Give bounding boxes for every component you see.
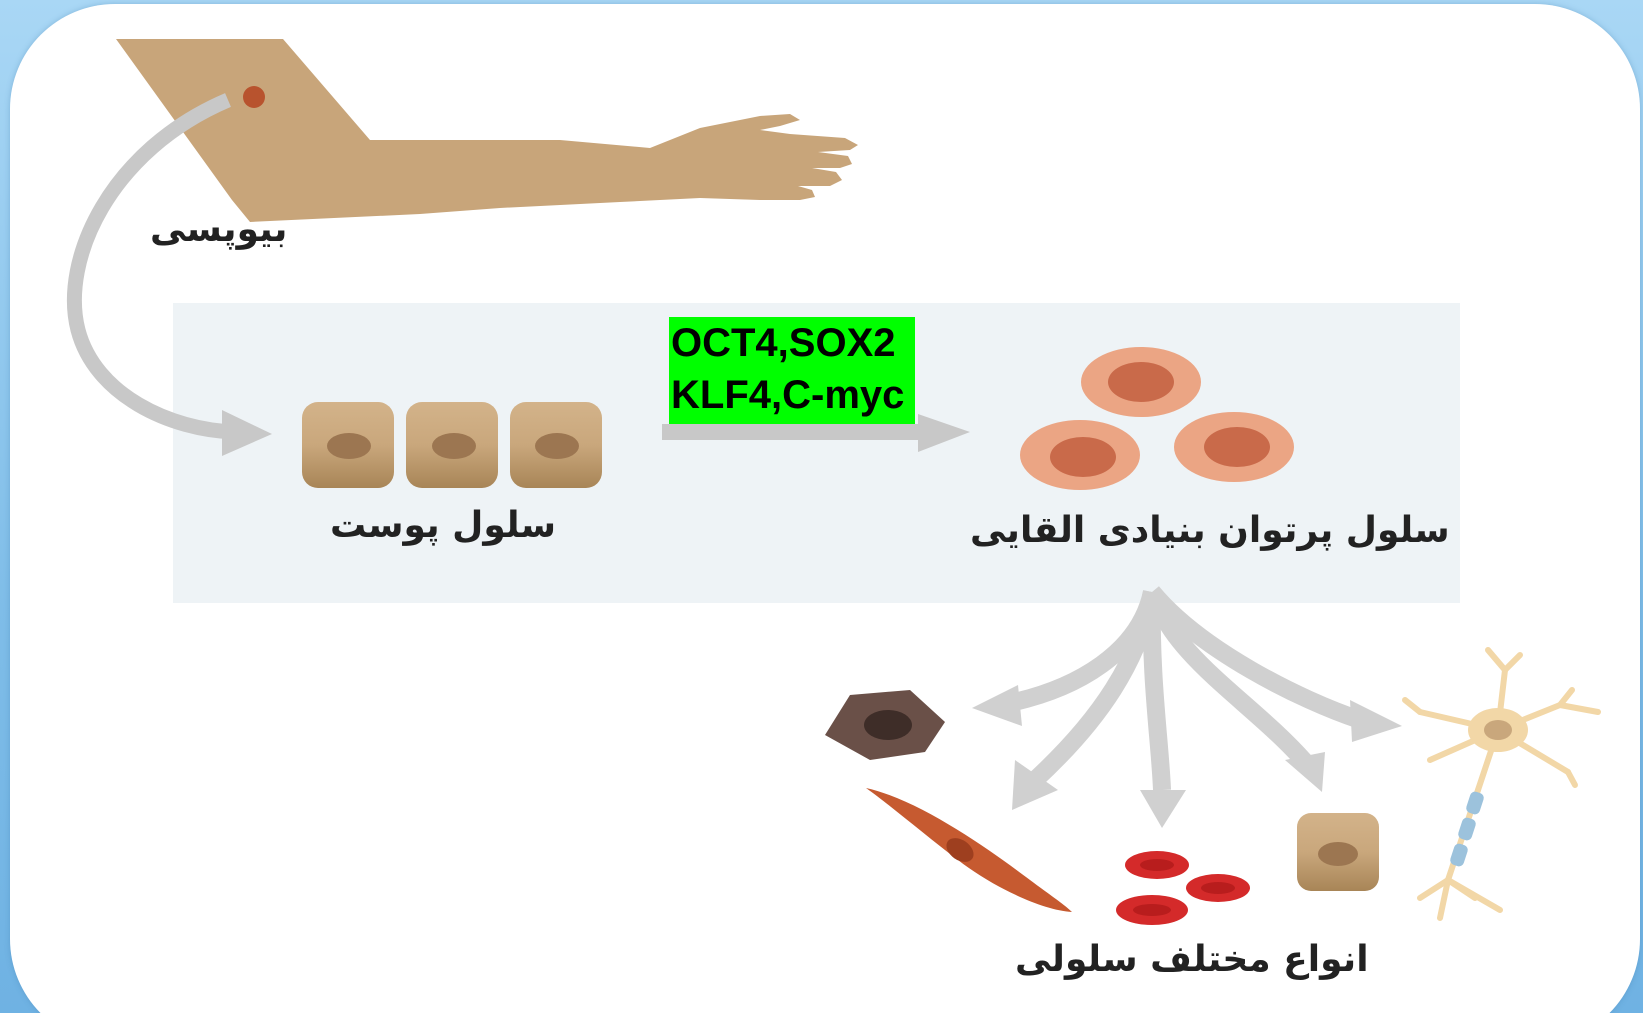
- biopsy-label: بیوپسی: [150, 212, 287, 248]
- cell-types-label: انواع مختلف سلولی: [1015, 942, 1369, 978]
- factors-line-2: KLF4,C-myc: [671, 369, 915, 421]
- ipsc-label: سلول پرتوان بنیادی القایی: [970, 513, 1450, 549]
- muscle-cell-icon: [866, 788, 1072, 912]
- factors-line-1: OCT4,SOX2: [671, 317, 915, 369]
- biopsy-site-icon: [243, 86, 265, 108]
- arm-icon: [116, 39, 858, 222]
- reprogramming-factors-box: OCT4,SOX2 KLF4,C-myc: [669, 317, 915, 424]
- skin-cell-label: سلول پوست: [330, 508, 556, 544]
- skin-cell-icon: [302, 402, 602, 488]
- epithelial-cell-icon: [1297, 813, 1379, 891]
- dark-cell-icon: [825, 690, 945, 760]
- myelin-sheath-icon: [1449, 790, 1485, 867]
- neuron-icon: [1405, 650, 1598, 918]
- ipsc-icon: [1020, 347, 1294, 490]
- red-blood-cell-icon: [1116, 851, 1250, 925]
